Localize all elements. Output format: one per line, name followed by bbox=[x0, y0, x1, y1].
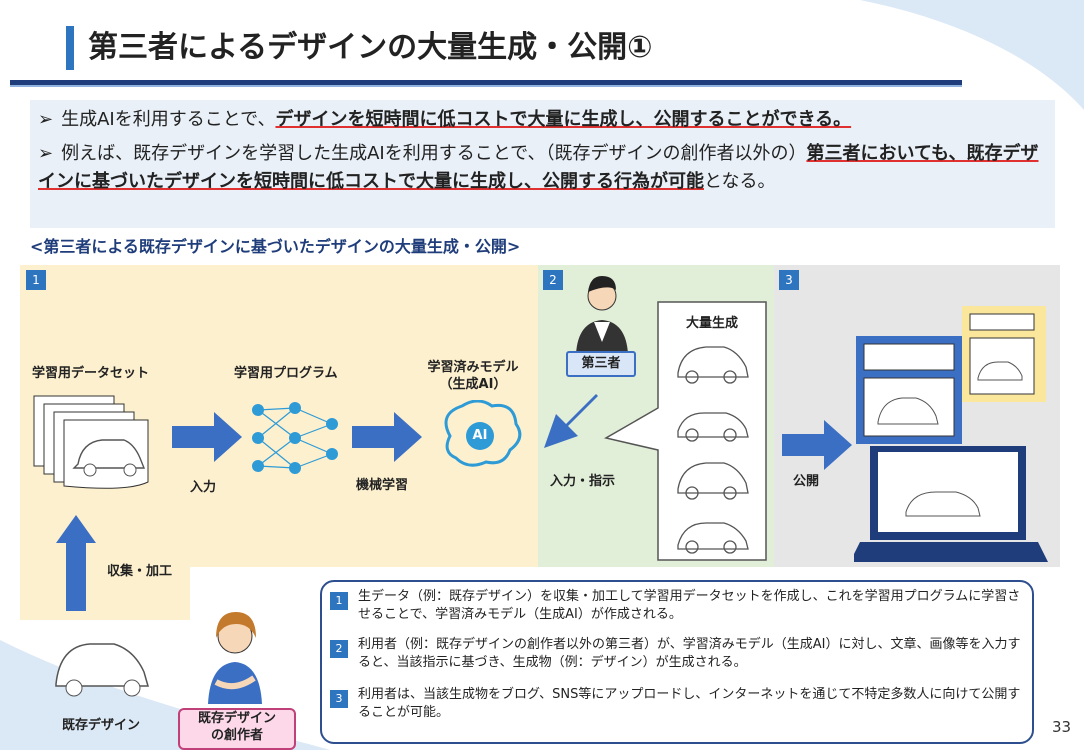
third-party-person-icon bbox=[576, 276, 628, 354]
title-accent-bar bbox=[66, 26, 74, 70]
ai-badge-label: AI bbox=[472, 428, 488, 443]
title-rule-light bbox=[10, 85, 962, 87]
page-number: 33 bbox=[1052, 718, 1072, 736]
bullet-arrow-icon: ➢ bbox=[38, 143, 54, 164]
social-posts-icon bbox=[854, 306, 1048, 562]
mass-generation-bubble bbox=[603, 301, 767, 561]
step-badge-1: 1 bbox=[26, 270, 46, 290]
note-1-text: 生データ（例：既存デザイン）を収集・加工して学習用データセットを作成し、これを学… bbox=[358, 589, 1021, 622]
bullet-2-emphasis: 第三者においても、既存デザインに基づいたデザインを短時間に低コストで大量に生成し… bbox=[38, 143, 1039, 192]
bullet-1: ➢ 生成AIを利用することで、デザインを短時間に低コストで大量に生成し、公開するこ… bbox=[38, 105, 851, 131]
dataset-label: 学習用データセット bbox=[32, 366, 150, 381]
step-badge-2: 2 bbox=[543, 270, 563, 290]
note-badge-3: 3 bbox=[330, 690, 348, 708]
creator-person-icon bbox=[208, 612, 262, 704]
arrow-right-icon bbox=[352, 412, 422, 462]
arrow-up-icon bbox=[56, 515, 96, 611]
note-2-text: 利用者（例：既存デザインの創作者以外の第三者）が、学習済みモデル（生成AI）に対… bbox=[358, 637, 1021, 670]
creator-tag-line1: 既存デザイン bbox=[197, 711, 276, 726]
third-party-tag: 第三者 bbox=[566, 351, 636, 377]
arrow-right-icon bbox=[172, 412, 242, 462]
bullet-2: ➢ 例えば、既存デザインを学習した生成AIを利用することで、（既存デザインの創作者… bbox=[38, 140, 1043, 196]
diagram-subtitle: <第三者による既存デザインに基づいたデザインの大量生成・公開> bbox=[30, 237, 521, 256]
creator-tag: 既存デザイン の創作者 bbox=[178, 708, 296, 750]
dataset-icon bbox=[33, 395, 149, 489]
bullet-2-suffix: となる。 bbox=[704, 171, 776, 192]
arrow-right-icon bbox=[782, 420, 852, 470]
existing-design-label: 既存デザイン bbox=[62, 718, 141, 733]
bullet-panel bbox=[30, 100, 1055, 228]
model-label-1: 学習済みモデル bbox=[427, 360, 519, 375]
title-rule bbox=[10, 80, 962, 85]
bullet-1-text: 生成AIを利用することで、 bbox=[61, 109, 276, 130]
step-badge-3: 3 bbox=[779, 270, 799, 290]
machine-learning-label: 機械学習 bbox=[356, 478, 409, 493]
bullet-1-emphasis: デザインを短時間に低コストで大量に生成し、公開することができる。 bbox=[275, 109, 852, 130]
generated-cars-icon bbox=[677, 346, 749, 554]
model-label-2: （生成AI） bbox=[439, 377, 507, 392]
page-title: 第三者によるデザインの大量生成・公開① bbox=[88, 30, 653, 65]
creator-tag-line2: の創作者 bbox=[210, 728, 263, 743]
existing-design-car-icon bbox=[55, 643, 149, 697]
note-3-text: 利用者は、当該生成物をブログ、SNS等にアップロードし、インターネットを通じて不… bbox=[358, 687, 1021, 720]
input-label: 入力 bbox=[190, 480, 217, 495]
bullet-2-text: 例えば、既存デザインを学習した生成AIを利用することで、（既存デザインの創作者以… bbox=[61, 143, 807, 164]
note-badge-2: 2 bbox=[330, 640, 348, 658]
publish-label: 公開 bbox=[793, 474, 820, 489]
note-badge-1: 1 bbox=[330, 592, 348, 610]
explanation-notes bbox=[320, 580, 1034, 744]
input-instruct-label: 入力・指示 bbox=[550, 474, 616, 489]
arrow-diagonal-icon bbox=[544, 394, 598, 448]
collect-label: 収集・加工 bbox=[107, 564, 173, 579]
program-label: 学習用プログラム bbox=[234, 366, 338, 381]
ai-brain-icon bbox=[444, 400, 522, 467]
zone-training-extension bbox=[20, 565, 190, 620]
bullet-arrow-icon: ➢ bbox=[38, 109, 54, 130]
mass-generation-label: 大量生成 bbox=[686, 316, 739, 331]
neural-network-icon bbox=[252, 402, 338, 474]
